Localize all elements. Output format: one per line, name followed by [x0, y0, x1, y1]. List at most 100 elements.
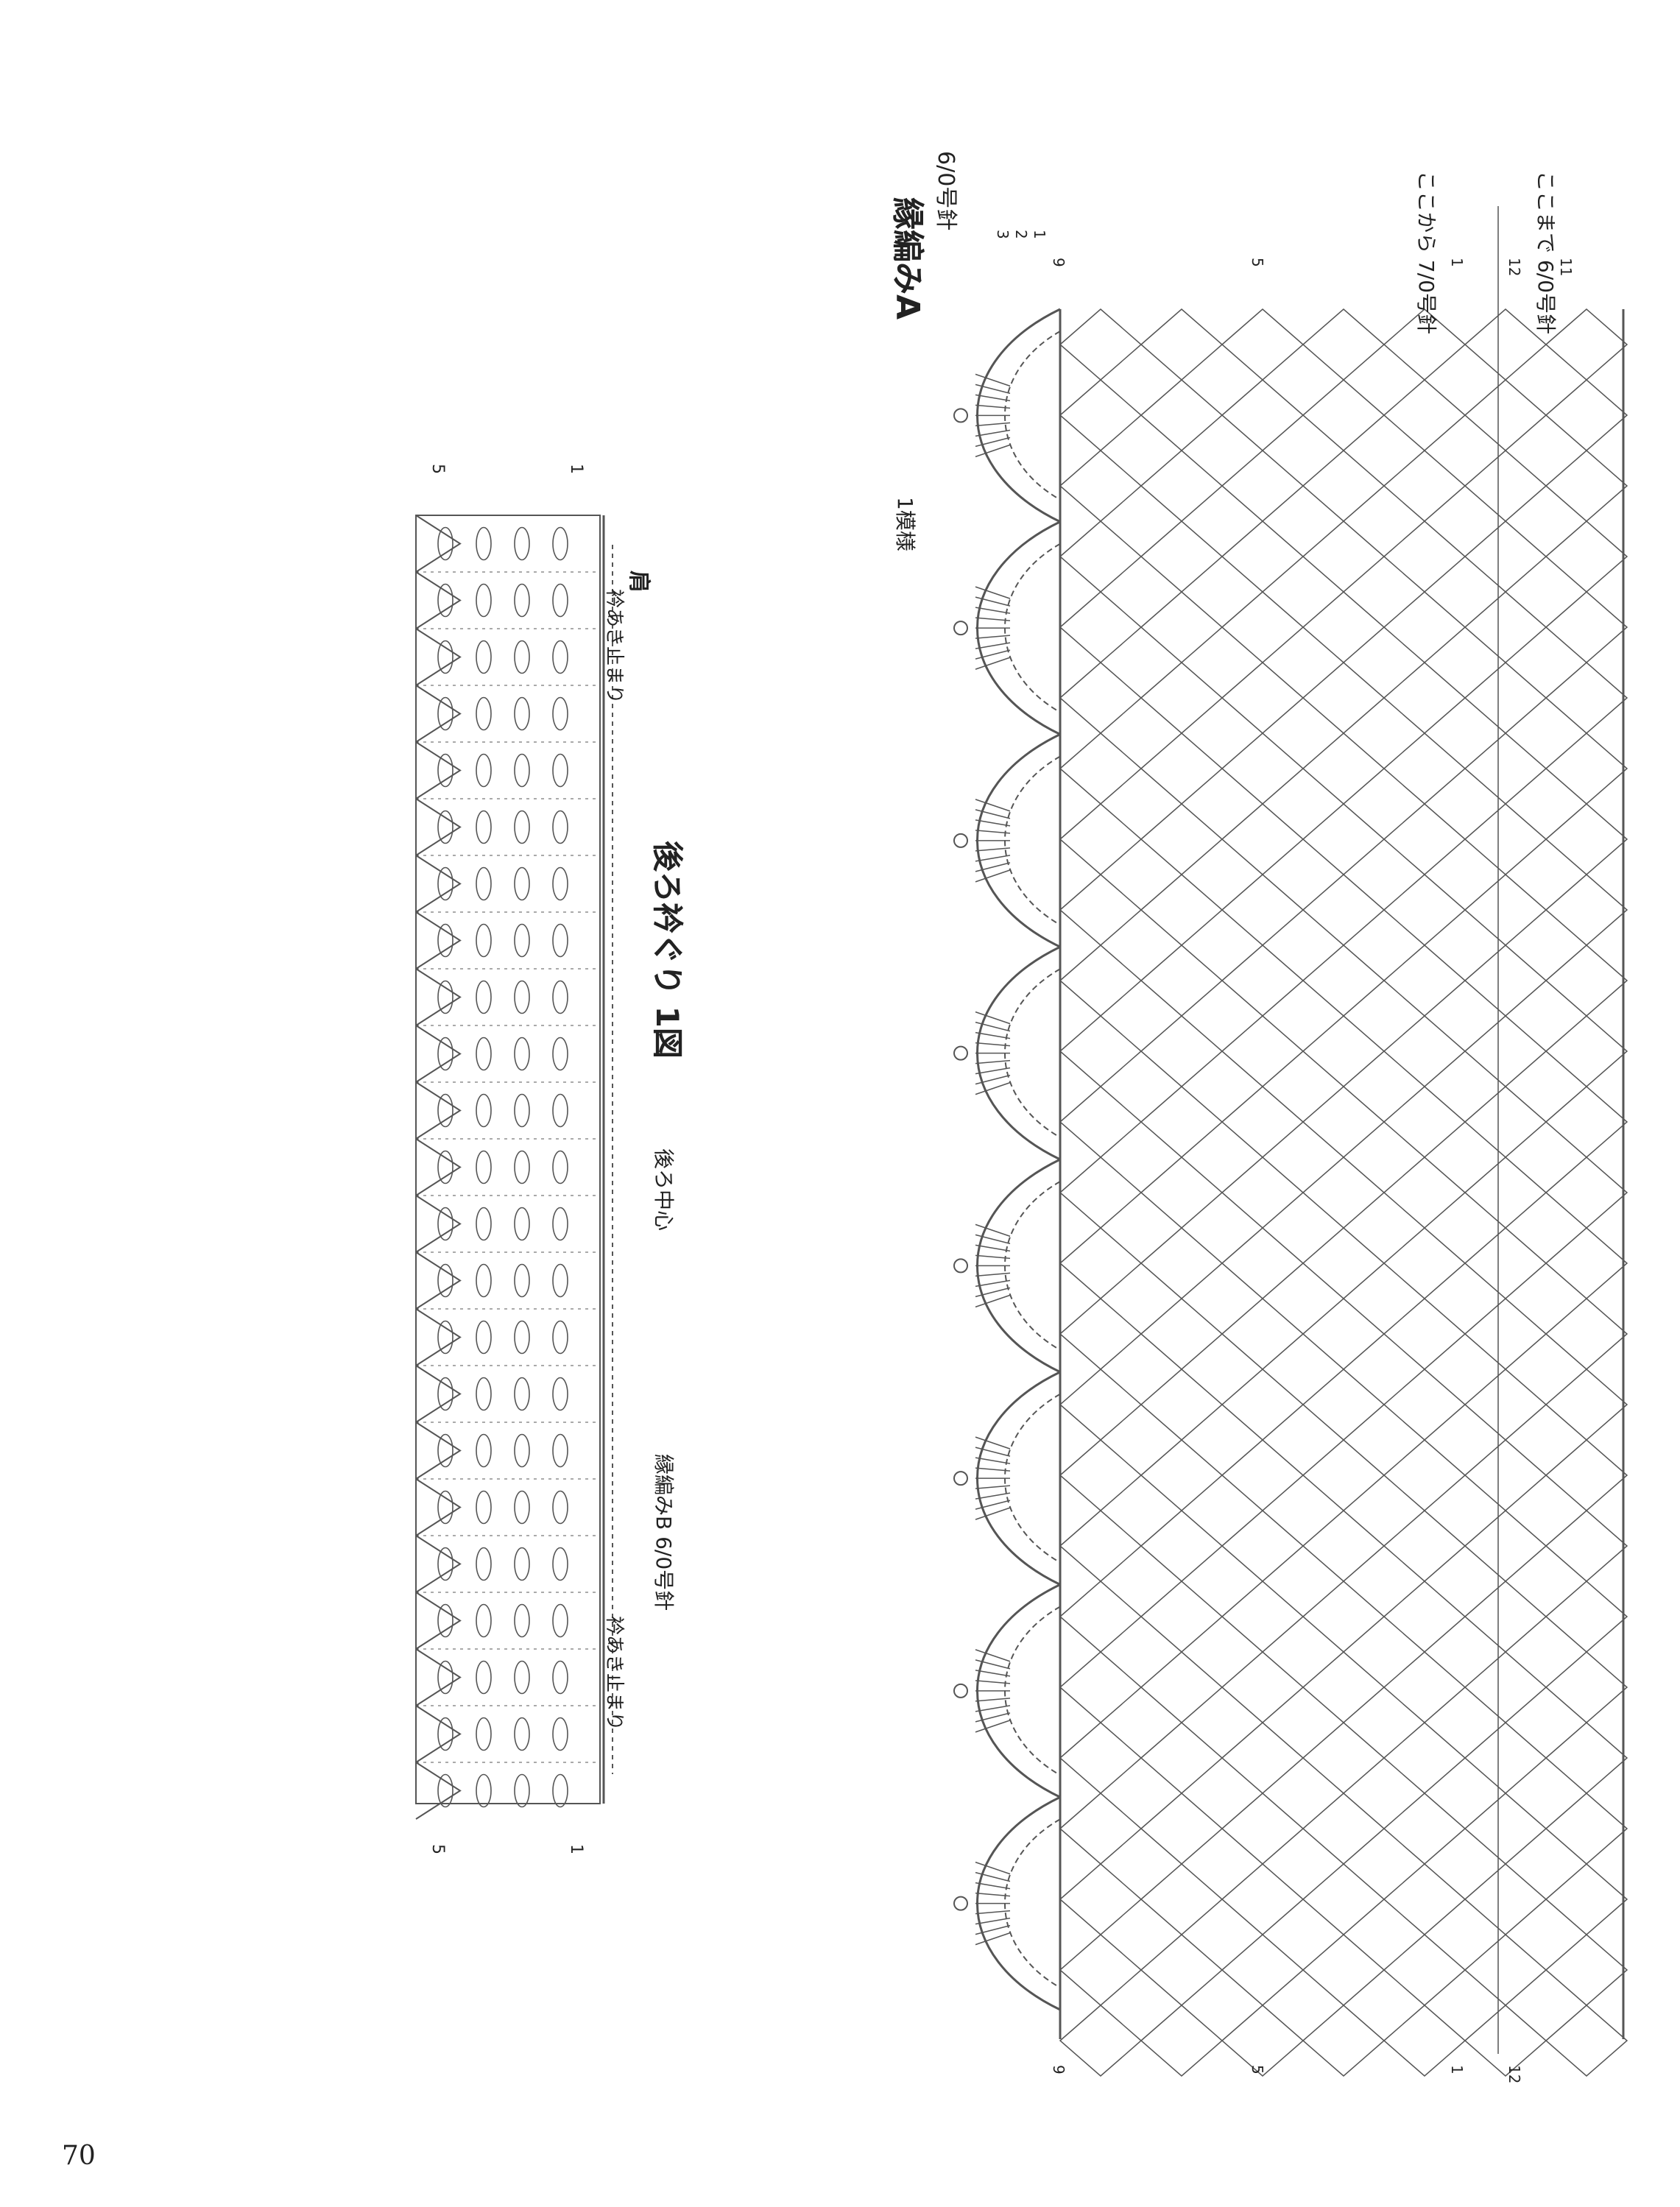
- lattice-diamond: [1140, 1510, 1224, 1582]
- lattice-diamond: [1302, 732, 1386, 805]
- lattice-diamond: [1383, 944, 1467, 1017]
- lattice-diamond: [1383, 803, 1467, 875]
- fan-stitch: [975, 1081, 1011, 1095]
- left-chain-loop: [476, 753, 492, 788]
- left-chain-loop: [476, 1150, 492, 1184]
- lattice-diamond: [1545, 1793, 1628, 1865]
- right-row-marks-bottom: 9 5 1 12: [1050, 2065, 1523, 2083]
- left-chain-loop: [476, 866, 492, 901]
- row-mark-1-bottom: 1: [1448, 2065, 1466, 2074]
- lattice-diamond: [1221, 450, 1305, 522]
- lattice-diamond: [1221, 944, 1305, 1017]
- fan-stitch: [975, 869, 1011, 883]
- left-chain-loop: [476, 1377, 492, 1411]
- lattice-diamond: [1383, 1934, 1467, 2006]
- left-lattice-zigzag: [415, 798, 462, 856]
- fan-stitch: [975, 847, 1011, 852]
- left-chain-loop: [514, 866, 530, 901]
- edging-a-chart: [1059, 206, 1628, 2077]
- lattice-diamond: [1302, 803, 1386, 875]
- lattice-diamond: [1302, 1015, 1386, 1087]
- fan-stitch: [975, 422, 1011, 427]
- left-chain-loop: [552, 526, 568, 561]
- lattice-diamond: [1302, 1157, 1386, 1229]
- left-chain-loop: [437, 1603, 453, 1638]
- fan-stitch: [975, 819, 1011, 827]
- left-chain-loop: [552, 1717, 568, 1751]
- left-chain-loop: [552, 1207, 568, 1241]
- fan-stitch: [975, 642, 1011, 649]
- row-mark-9-bottom: 9: [1050, 2065, 1067, 2074]
- lattice-diamond: [1302, 1863, 1386, 1935]
- lattice-diamond: [1302, 1227, 1386, 1299]
- lattice-diamond: [1140, 1086, 1224, 1158]
- lattice-diamond: [1140, 1581, 1224, 1653]
- left-chain-loop: [437, 1377, 453, 1411]
- scallop-inner: [1004, 1606, 1061, 1776]
- fan-stitch: [975, 830, 1011, 834]
- label-from-here-7-0: ここから 7/0号針: [1414, 171, 1439, 334]
- lattice-diamond: [1545, 308, 1628, 381]
- fan-stitch: [975, 1467, 1011, 1472]
- left-chain-loop: [437, 1037, 453, 1071]
- lattice-diamond: [1545, 1086, 1628, 1158]
- lattice-diamond: [1140, 1722, 1224, 1794]
- left-chain-loop: [514, 526, 530, 561]
- lattice-diamond: [1221, 662, 1305, 734]
- lattice-diamond: [1545, 591, 1628, 663]
- left-lattice-zigzag: [415, 1025, 462, 1083]
- left-row-marks-bottom: 5 1: [428, 1844, 585, 1854]
- lattice-diamond: [1464, 2005, 1547, 2077]
- lattice-diamond: [1545, 1510, 1628, 1582]
- left-chain-loop: [476, 1207, 492, 1241]
- row-mark-1-top: 1: [567, 464, 585, 474]
- left-chain-loop: [552, 1547, 568, 1581]
- fan-stitch: [975, 1272, 1011, 1277]
- left-lattice-zigzag: [415, 1648, 462, 1706]
- lattice-diamond: [1059, 1651, 1143, 1723]
- lattice-diamond: [1464, 1934, 1547, 2006]
- left-chain-loop: [437, 1433, 453, 1468]
- left-chain-loop: [437, 1150, 453, 1184]
- left-chain-loop: [514, 1150, 530, 1184]
- lattice-diamond: [1464, 1227, 1547, 1299]
- left-chain-loop: [514, 1377, 530, 1411]
- lattice-diamond: [1383, 591, 1467, 663]
- lattice-diamond: [1545, 520, 1628, 593]
- lattice-diamond: [1221, 1227, 1305, 1299]
- left-chain-loop: [552, 1150, 568, 1184]
- left-chain-loop: [552, 810, 568, 844]
- fan-stitch: [975, 1649, 1011, 1662]
- fan-stitch: [975, 1712, 1011, 1723]
- fan-stitch: [975, 1924, 1011, 1935]
- fan-stitch: [975, 809, 1011, 819]
- lattice-diamond: [1464, 1369, 1547, 1441]
- row-mark-5-top: 5: [428, 464, 447, 474]
- lattice-diamond: [1383, 1157, 1467, 1229]
- lattice-diamond: [1059, 944, 1143, 1017]
- lattice-diamond: [1302, 1581, 1386, 1653]
- lattice-diamond: [1464, 1793, 1547, 1865]
- lattice-diamond: [1383, 1510, 1467, 1582]
- left-chain-loop: [552, 1603, 568, 1638]
- fan-stitch: [975, 855, 1011, 862]
- fan-stitch: [975, 607, 1011, 614]
- lattice-diamond: [1545, 662, 1628, 734]
- left-chain-loop: [437, 1773, 453, 1808]
- lattice-diamond: [1059, 1722, 1143, 1794]
- lattice-diamond: [1464, 1086, 1547, 1158]
- fan-stitch: [975, 1659, 1011, 1670]
- left-lattice-zigzag: [415, 968, 462, 1026]
- left-chain-loop: [514, 640, 530, 674]
- lattice-diamond: [1221, 803, 1305, 875]
- scallop-inner: [1004, 968, 1061, 1138]
- left-chain-loop: [437, 1717, 453, 1751]
- label-shoulder: 肩: [626, 571, 652, 593]
- left-chain-loop: [514, 1433, 530, 1468]
- left-chain-loop: [514, 1717, 530, 1751]
- left-chain-loop: [552, 1660, 568, 1695]
- picot: [953, 1896, 968, 1911]
- left-chain-loop: [552, 753, 568, 788]
- left-chain-loop: [476, 1093, 492, 1128]
